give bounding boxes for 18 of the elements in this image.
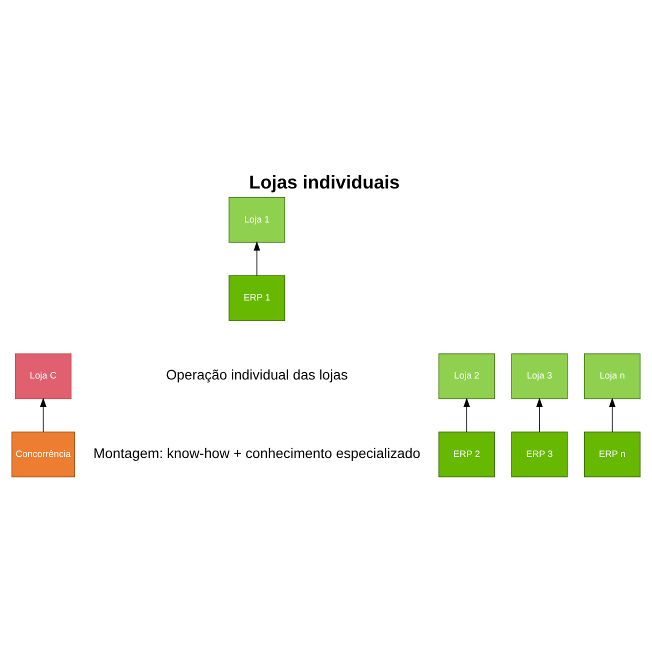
arrow	[463, 398, 470, 432]
label: Montagem: know-how + conhecimento especializado	[93, 444, 420, 461]
arrow	[40, 398, 46, 432]
node-box: Loja 3	[511, 353, 568, 400]
node-box: Loja 2	[438, 353, 495, 400]
label: Operação individual das lojas	[166, 366, 348, 383]
arrow	[609, 398, 616, 432]
node-box: Loja 1	[228, 197, 286, 243]
node-box: ERP 3	[511, 432, 568, 478]
diagram-title: Lojas individuais	[248, 171, 400, 192]
node-box: Loja C	[14, 353, 72, 400]
node-box: ERP 2	[438, 432, 495, 478]
node-box: ERP n	[584, 432, 641, 478]
arrow	[254, 241, 260, 276]
node-box: ERP 1	[228, 275, 286, 321]
node-box: Concorrência	[11, 432, 75, 478]
node-box: Loja n	[584, 353, 641, 400]
arrow	[536, 398, 543, 432]
